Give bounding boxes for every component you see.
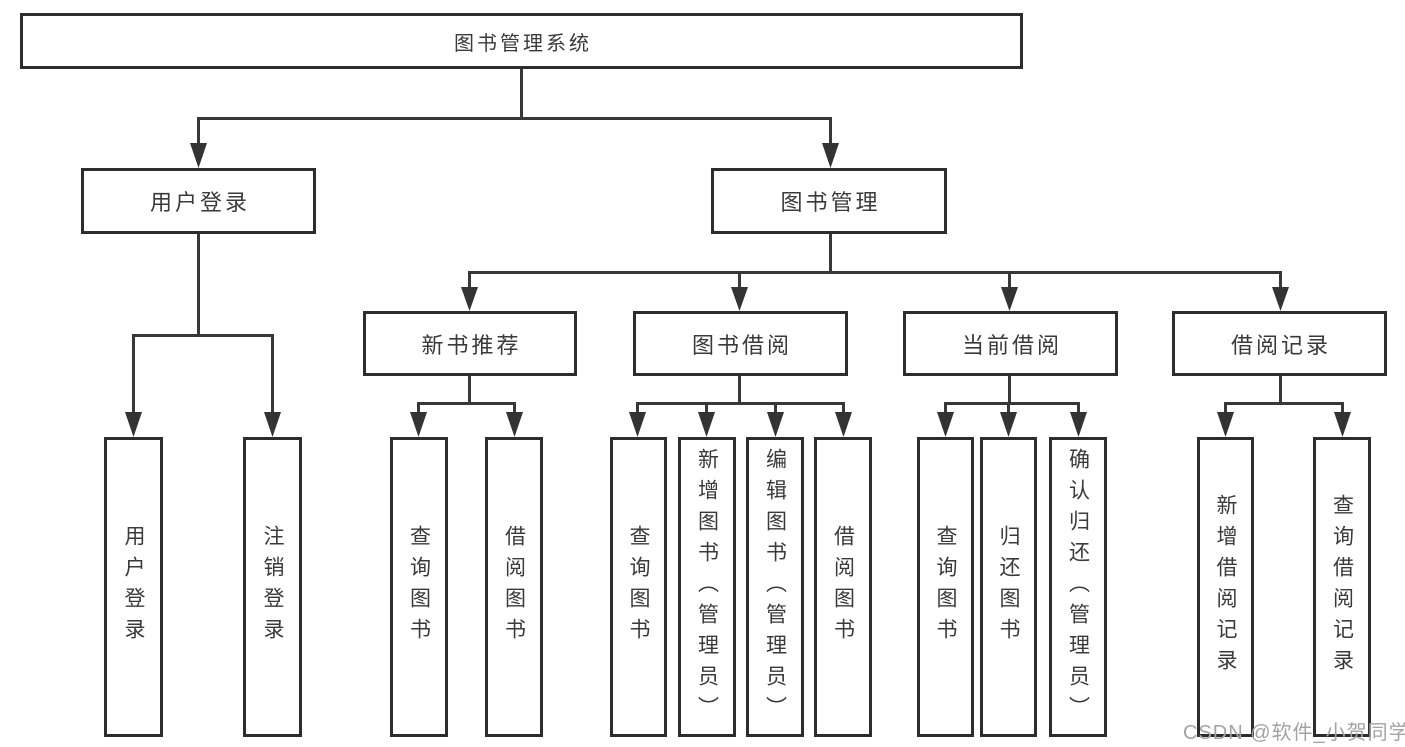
leaf-add-borrow-record: 新增借阅记录 bbox=[1197, 437, 1254, 737]
node-label: 归还图书 bbox=[997, 525, 1020, 649]
leaf-query-books-1: 查询图书 bbox=[390, 437, 448, 737]
watermark: CSDN @软件_小贺同学 bbox=[1183, 722, 1405, 744]
node-label: 查询图书 bbox=[407, 525, 431, 649]
leaf-add-book-admin: 新增图书（管理员） bbox=[678, 437, 736, 737]
leaf-user-login: 用户登录 bbox=[104, 437, 163, 737]
node-book-management: 图书管理 bbox=[711, 168, 947, 234]
node-label: 图书管理系统 bbox=[454, 32, 592, 55]
leaf-edit-book-admin: 编辑图书（管理员） bbox=[746, 437, 804, 737]
leaf-query-books-3: 查询图书 bbox=[917, 437, 974, 737]
node-label: 编辑图书（管理员） bbox=[763, 447, 787, 727]
node-label: 借阅记录 bbox=[1230, 332, 1331, 358]
node-label: 查询图书 bbox=[934, 525, 957, 649]
leaf-borrow-books-2: 借阅图书 bbox=[814, 437, 872, 737]
node-user-login: 用户登录 bbox=[81, 168, 316, 234]
node-label: 查询借阅记录 bbox=[1330, 494, 1354, 680]
node-label: 图书借阅 bbox=[691, 332, 792, 358]
node-label: 新增借阅记录 bbox=[1214, 494, 1237, 680]
node-current-borrowing: 当前借阅 bbox=[903, 311, 1118, 376]
leaf-return-book: 归还图书 bbox=[980, 437, 1037, 737]
node-label: 用户登录 bbox=[149, 190, 250, 215]
leaf-logout: 注销登录 bbox=[243, 437, 302, 737]
node-label: 确认归还（管理员） bbox=[1066, 447, 1090, 727]
node-library-management-system: 图书管理系统 bbox=[20, 13, 1023, 69]
node-label: 当前借阅 bbox=[961, 332, 1062, 358]
node-label: 新增图书（管理员） bbox=[695, 447, 719, 727]
leaf-query-borrow-record: 查询借阅记录 bbox=[1313, 437, 1371, 737]
node-label: 图书管理 bbox=[780, 190, 881, 215]
node-label: 借阅图书 bbox=[502, 525, 526, 649]
node-new-book-recommendation: 新书推荐 bbox=[363, 311, 577, 376]
leaf-confirm-return-admin: 确认归还（管理员） bbox=[1049, 437, 1107, 737]
node-label: 用户登录 bbox=[122, 525, 145, 649]
node-label: 新书推荐 bbox=[421, 332, 522, 358]
node-label: 借阅图书 bbox=[831, 525, 855, 649]
node-borrowing-records: 借阅记录 bbox=[1172, 311, 1387, 376]
node-label: 注销登录 bbox=[261, 525, 284, 649]
node-book-borrowing: 图书借阅 bbox=[633, 311, 848, 376]
node-label: 查询图书 bbox=[627, 525, 650, 649]
leaf-borrow-books-1: 借阅图书 bbox=[485, 437, 543, 737]
leaf-query-books-2: 查询图书 bbox=[610, 437, 667, 737]
